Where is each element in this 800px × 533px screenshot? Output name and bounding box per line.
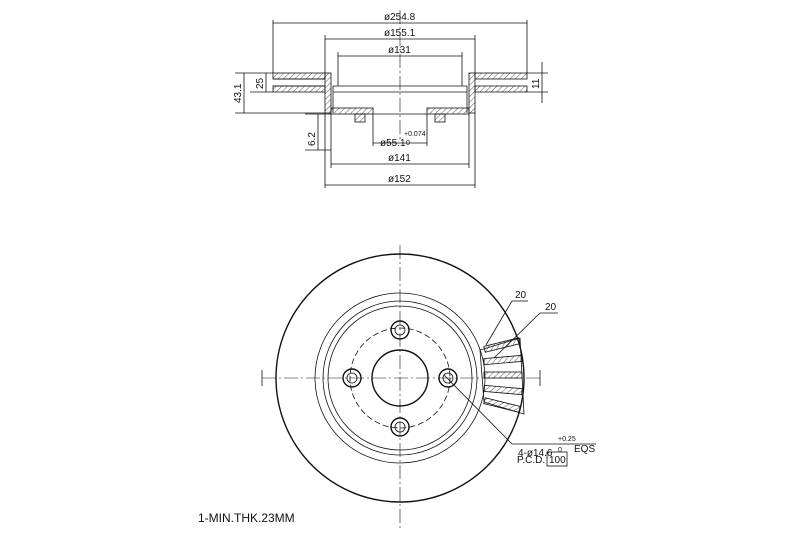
label-hub-dia: ø141 — [388, 153, 411, 164]
hub-flange-left — [330, 107, 374, 115]
label-hat-dia: ø155.1 — [384, 28, 416, 39]
label-flange-thk: 11 — [531, 78, 542, 89]
label-center-bore-tol-lower: 0 — [406, 140, 410, 147]
label-bore-dia: ø131 — [388, 45, 411, 56]
vent-cutaway — [479, 337, 525, 415]
leader-hole — [443, 374, 513, 445]
bolt-hole-left — [342, 368, 362, 388]
hat-wall-right — [468, 72, 476, 114]
disc-left-bottom — [272, 85, 326, 93]
rotor-hat-inner-circle — [327, 305, 473, 451]
disc-left-top — [272, 72, 326, 80]
disc-right-top — [474, 72, 528, 80]
label-outer-dia: ø254.8 — [384, 12, 416, 23]
disc-right-bottom — [474, 85, 528, 93]
leader-vent-b — [493, 312, 541, 359]
note-min-thickness: 1-MIN.THK.23MM — [198, 511, 295, 525]
bolt-hole-right — [438, 368, 458, 388]
label-hole-tol-upper: +0.25 — [558, 436, 576, 443]
label-hole-tol-lower: 0 — [558, 447, 562, 454]
section-view — [235, 10, 548, 188]
pcd-circle — [349, 327, 451, 429]
center-bore-circle — [371, 349, 429, 407]
label-hole-eqs: EQS — [574, 444, 595, 455]
label-vent-b: 20 — [545, 302, 557, 313]
label-center-bore: ø55.1 — [380, 138, 406, 149]
label-total-height: 43.1 — [233, 83, 244, 103]
pcd-box — [546, 451, 568, 467]
label-hole-callout: 4-ø14.6 — [518, 448, 553, 459]
leader-vent-a — [485, 300, 513, 346]
rotor-hat-circle — [322, 300, 478, 456]
label-center-bore-tol-upper: +0.074 — [404, 131, 426, 138]
label-bottom-dia: ø152 — [388, 174, 411, 185]
label-hub-thk: 6.2 — [307, 132, 318, 146]
rotor-outer-circle — [275, 253, 525, 503]
hat-wall-left — [324, 72, 332, 114]
bolt-hole-top — [390, 320, 410, 340]
label-pcd-value: 100 — [549, 455, 566, 466]
bolt-hole-bottom — [390, 417, 410, 437]
hub-bore-right — [434, 113, 446, 123]
hub-bore-left — [354, 113, 366, 123]
label-pcd: P.C.D. — [517, 455, 545, 466]
front-view — [261, 245, 596, 528]
label-vent-a: 20 — [515, 290, 527, 301]
hub-flange-right — [426, 107, 470, 115]
label-disc-height: 25 — [255, 77, 266, 89]
